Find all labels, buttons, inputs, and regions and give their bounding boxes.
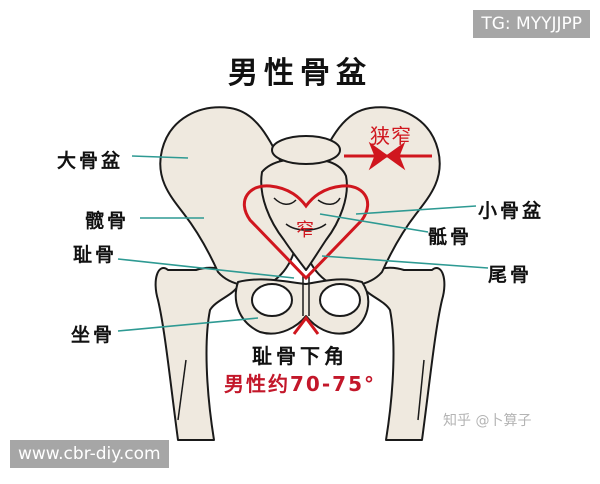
leader-greater-pelvis xyxy=(131,155,189,159)
watermark-zhihu: 知乎 @卜算子 xyxy=(443,413,532,429)
leader-lesser-pelvis xyxy=(355,205,477,215)
label-lesser-pelvis: 小骨盆 xyxy=(478,200,545,222)
label-ischium: 坐骨 xyxy=(71,324,116,346)
watermark-bottom-left: www.cbr-diy.com xyxy=(10,440,169,468)
subpubic-angle-value: 男性约70-75° xyxy=(224,372,376,396)
vertebra xyxy=(271,135,341,165)
label-sacrum: 骶骨 xyxy=(428,226,473,248)
label-greater-pelvis: 大骨盆 xyxy=(57,150,124,172)
narrow-annotation: 狭窄 xyxy=(370,124,412,148)
label-coccyx: 尾骨 xyxy=(488,264,533,286)
label-pubis: 耻骨 xyxy=(73,244,118,266)
left-obturator-foramen xyxy=(251,283,293,317)
diagram-title: 男性骨盆 xyxy=(228,56,372,91)
label-ilium: 髋骨 xyxy=(85,210,130,232)
narrow-center-annotation: 窄 xyxy=(296,220,314,241)
leader-ischium xyxy=(117,317,259,332)
right-obturator-foramen xyxy=(319,283,361,317)
watermark-top-right: TG: MYYJJPP xyxy=(473,10,590,38)
subpubic-angle-marker xyxy=(292,315,320,335)
subpubic-angle-label: 耻骨下角 xyxy=(252,344,348,368)
leader-sacrum xyxy=(319,213,429,233)
leader-pubis xyxy=(117,258,295,279)
pelvic-inlet-heart xyxy=(243,184,369,281)
leader-coccyx xyxy=(321,255,489,269)
